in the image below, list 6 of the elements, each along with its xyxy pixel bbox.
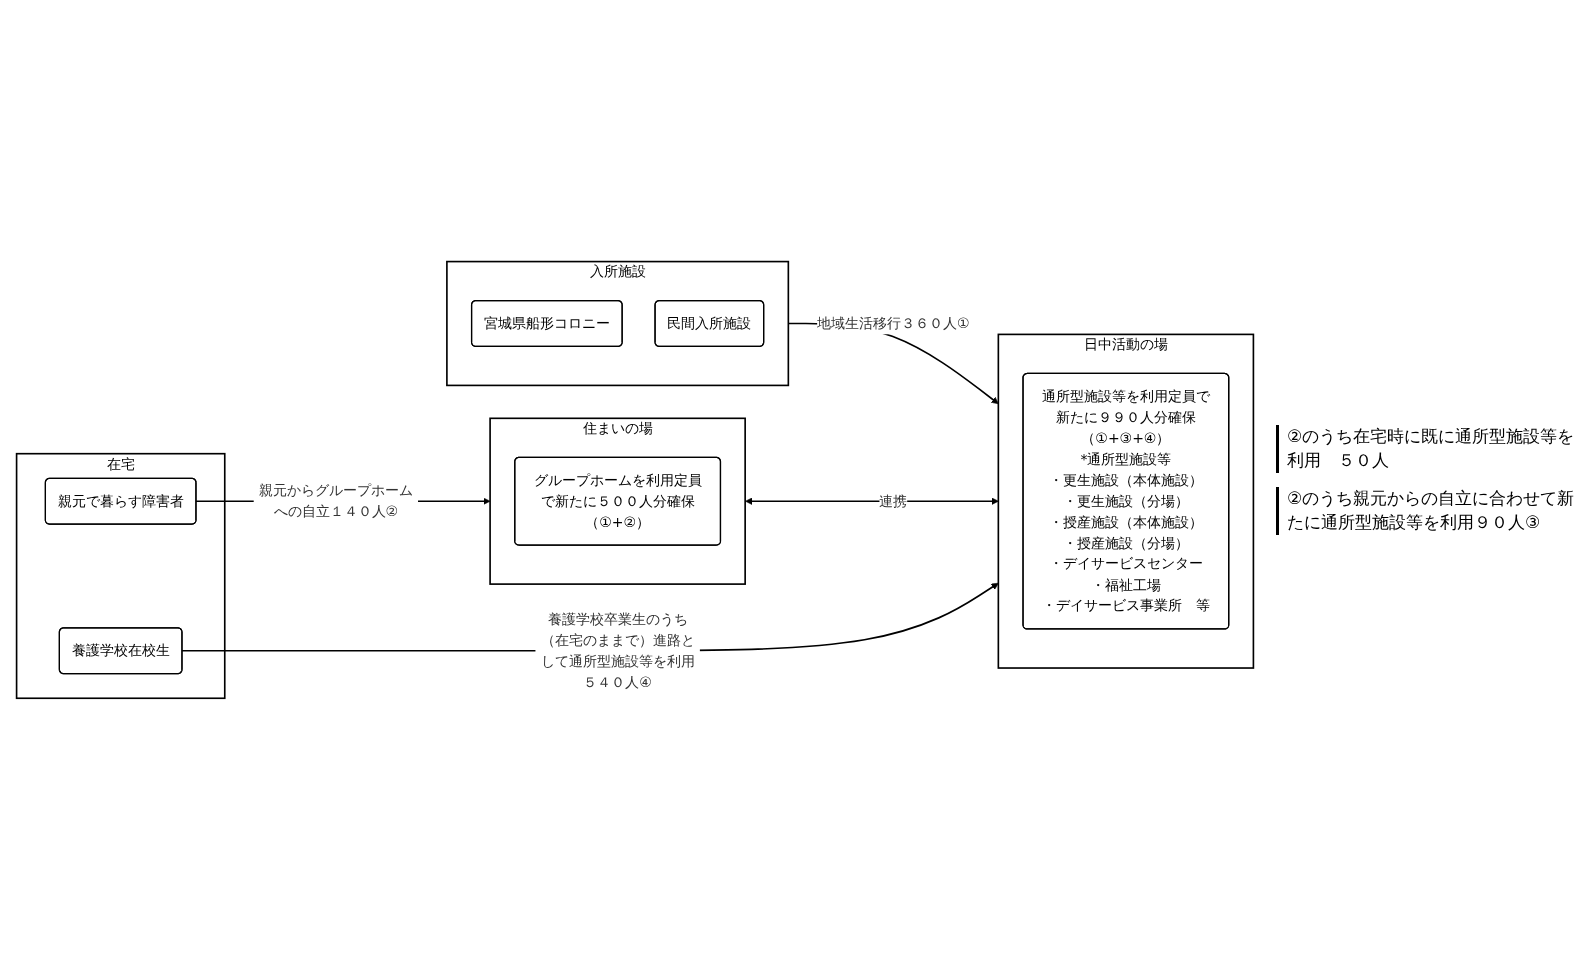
edge-label: 親元からグループホームへの自立１４０人②: [258, 481, 413, 520]
edge-label: 養護学校卒業生のうち（在宅のままで）進路として通所型施設等を利用５４０人④: [540, 610, 695, 690]
edge-label: 地域生活移行３６０人①: [817, 314, 970, 332]
edge-label: 連携: [879, 492, 908, 509]
note-text: ②のうち在宅時に既に通所型施設等を利用 ５０人: [1276, 425, 1576, 473]
note-text: ②のうち親元からの自立に合わせて新たに通所型施設等を利用９０人③: [1276, 487, 1576, 535]
